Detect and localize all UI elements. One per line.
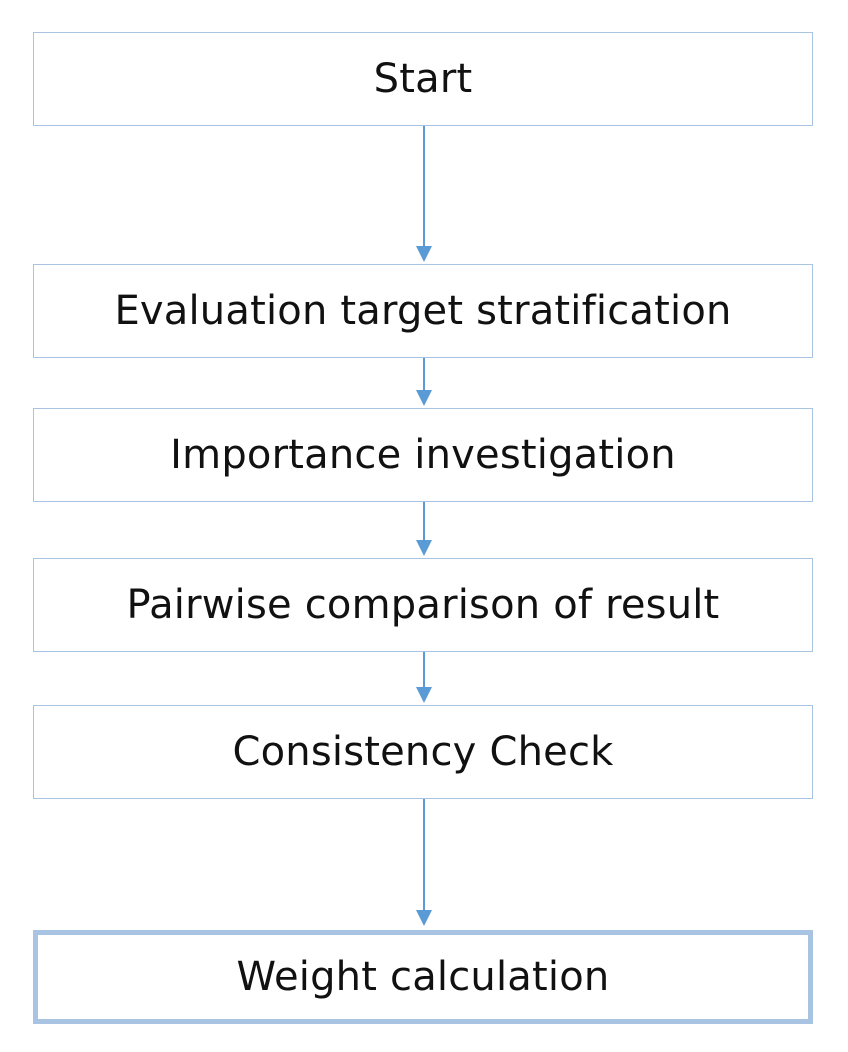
- arrow-pairwise-to-consistency: [416, 652, 432, 703]
- step-evaluation-target-stratification-label: Evaluation target stratification: [114, 288, 732, 334]
- step-pairwise-comparison-label: Pairwise comparison of result: [126, 582, 720, 628]
- arrow-stratification-to-importance: [416, 358, 432, 406]
- step-start-label: Start: [373, 56, 473, 102]
- step-weight-calculation: Weight calculation: [33, 930, 813, 1024]
- step-pairwise-comparison: Pairwise comparison of result: [33, 558, 813, 652]
- step-consistency-check: Consistency Check: [33, 705, 813, 799]
- arrow-importance-to-pairwise: [416, 502, 432, 556]
- step-evaluation-target-stratification: Evaluation target stratification: [33, 264, 813, 358]
- step-start: Start: [33, 32, 813, 126]
- arrow-start-to-stratification: [416, 126, 432, 262]
- step-weight-calculation-label: Weight calculation: [236, 954, 610, 1000]
- step-consistency-check-label: Consistency Check: [232, 729, 614, 775]
- step-importance-investigation: Importance investigation: [33, 408, 813, 502]
- arrow-consistency-to-weight: [416, 799, 432, 926]
- step-importance-investigation-label: Importance investigation: [170, 432, 676, 478]
